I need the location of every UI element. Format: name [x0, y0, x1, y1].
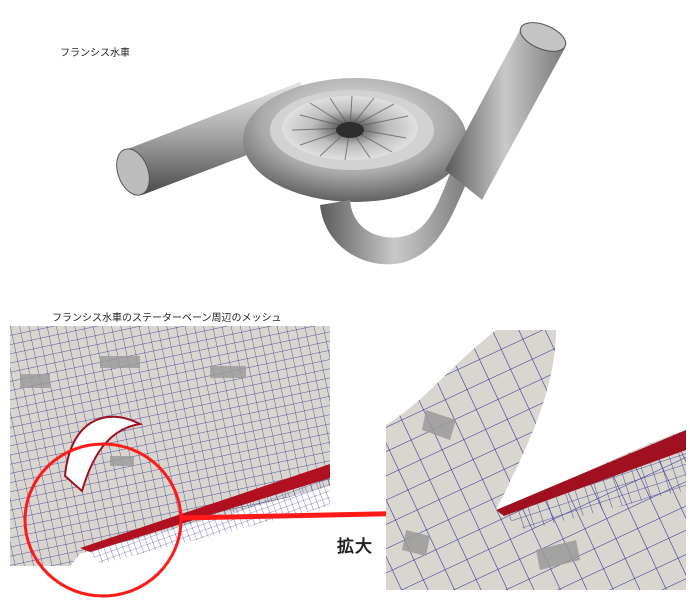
mesh-overview-image	[10, 326, 330, 566]
turbine-title: フランシス水車	[60, 48, 130, 59]
mesh-zoom-image	[386, 330, 686, 590]
mesh-title: フランシス水車のステーターベーン周辺のメッシュ	[52, 313, 282, 324]
francis-turbine-model	[116, 22, 567, 265]
zoom-label: 拡大	[337, 537, 373, 557]
